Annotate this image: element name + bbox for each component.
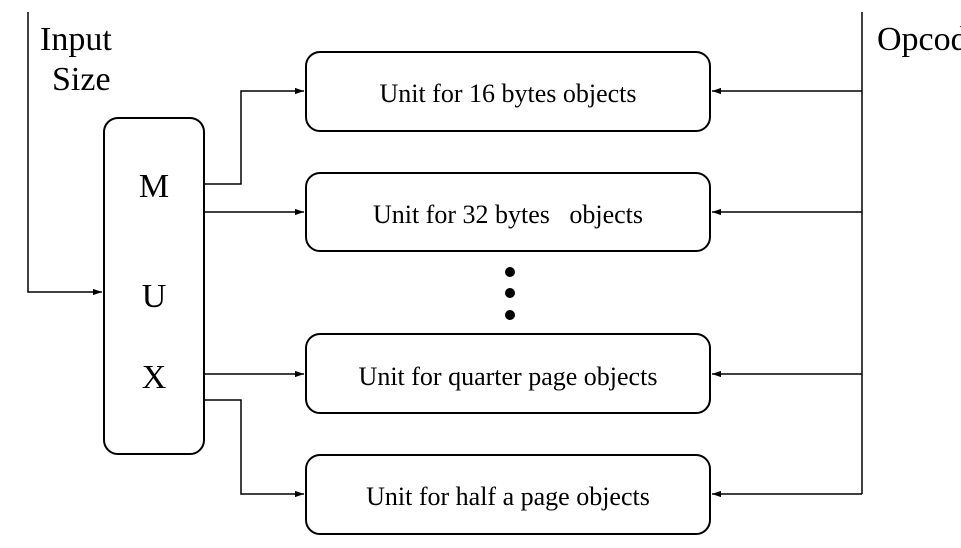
ellipsis-dot-2 [505,288,515,298]
mux-letter-x: X [142,359,167,396]
unit-box-16-bytes [305,51,711,132]
input-size-label-line2: Size [52,61,111,98]
input-size-label-line1: Input [40,21,112,58]
ellipsis-dot-3 [505,310,515,320]
mux-to-unit-half-line [204,399,304,498]
unit-label-half-page: Unit for half a page objects [366,482,650,511]
unit-box-32-bytes [305,172,711,252]
unit-label-quarter-page: Unit for quarter page objects [359,362,658,391]
unit-box-half-page [305,454,711,535]
mux-box [103,117,205,455]
ellipsis-dot-1 [505,267,515,277]
mux-letter-m: M [139,168,169,205]
opcode-label: Opcode [877,21,961,58]
mux-to-unit-16-line [204,87,304,185]
unit-label-16-bytes: Unit for 16 bytes objects [379,79,636,108]
mux-letter-u: U [142,278,167,315]
unit-label-32-bytes: Unit for 32 bytes objects [373,200,643,229]
input-size-line [27,12,102,296]
unit-box-quarter-page [305,333,711,414]
